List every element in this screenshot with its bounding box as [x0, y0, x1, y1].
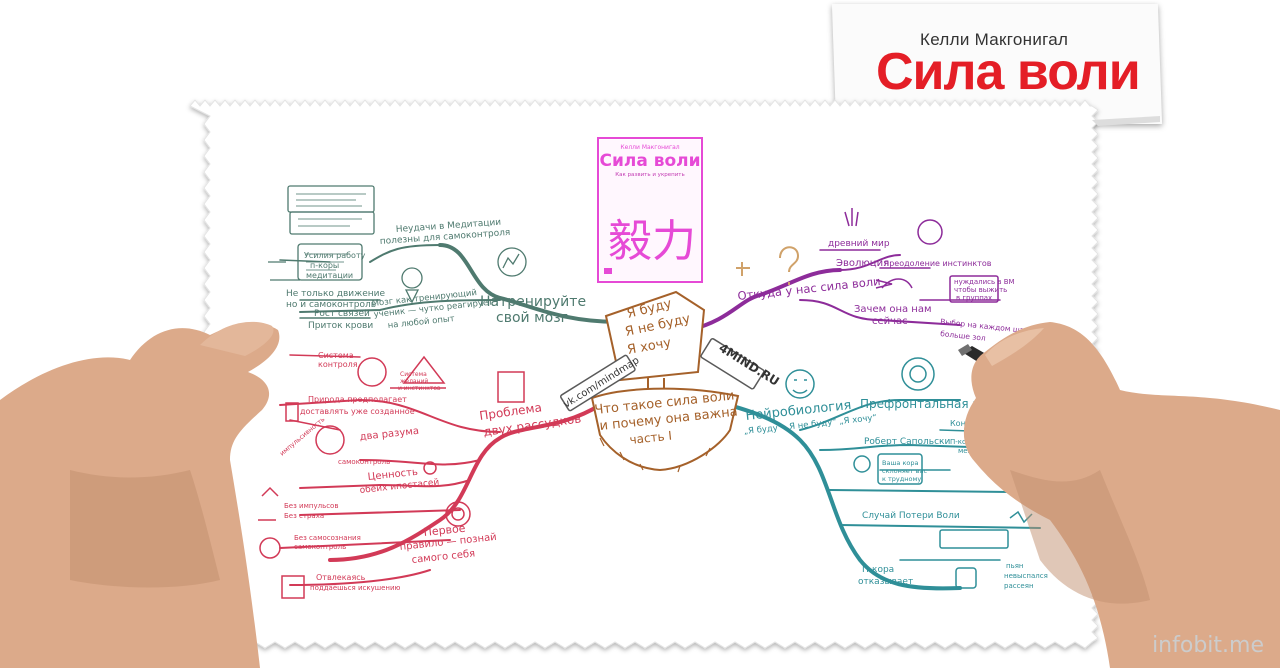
origin-item-1: Эволюция — [836, 258, 889, 269]
branch-line-problem — [328, 403, 602, 562]
train-item-7: Рост связей — [314, 309, 370, 319]
train-item-3: п-коры — [310, 261, 339, 270]
problem-item-19: Отвлекаясь — [316, 573, 366, 582]
origin-item-5: в группах — [956, 294, 992, 302]
neuro-item-6: склоняет вас — [882, 467, 927, 475]
left-hand — [0, 321, 280, 668]
mini-book-title: Сила воли — [599, 151, 700, 171]
problem-item-12: Без импульсов — [284, 502, 338, 510]
origin-item-6: Зачем она нам — [854, 304, 932, 315]
problem-item-3: желаний — [400, 378, 428, 385]
train-item-8: Приток крови — [308, 321, 373, 331]
problem-item-5: Природа предполагает — [308, 395, 407, 404]
mini-book-cover — [597, 137, 703, 283]
neuro-item-13: рассеян — [1004, 582, 1034, 590]
origin-item-4: чтобы выжить — [954, 286, 1007, 294]
problem-item-10: Ценность — [367, 467, 418, 483]
watermark: infobit.me — [1152, 633, 1264, 658]
neuro-item-2: Роберт Сапольски — [864, 437, 950, 447]
origin-item-3: нуждались в ВМ — [954, 278, 1015, 286]
problem-item-4: и инстинктов — [398, 385, 441, 392]
center-title-line-3: часть I — [629, 429, 673, 447]
problem-item-20: поддаёшься искушению — [310, 584, 401, 592]
origin-item-7: сейчас — [872, 316, 908, 327]
book-author: Келли Макгонигал — [920, 30, 1069, 49]
problem-item-1: контроля — [318, 360, 358, 369]
right-hand — [963, 322, 1280, 668]
branch-line-train — [438, 243, 622, 324]
problem-item-2: Система — [400, 371, 427, 378]
train-item-6: но и самоконтроль — [286, 300, 376, 310]
branch-line-neuro — [708, 398, 962, 591]
mini-book-glyph: 毅力 — [608, 216, 696, 267]
neuro-item-10: отказывает — [858, 577, 913, 587]
neuro-item-12: невыспался — [1004, 572, 1048, 580]
neuro-item-0: Префронтальная кора — [860, 397, 1002, 411]
problem-item-16: Первое — [423, 522, 466, 539]
train-title-1: Натренируйте — [480, 294, 586, 310]
problem-item-6: доставлять уже созданное — [300, 407, 415, 416]
problem-item-15: самоконтроль — [294, 543, 346, 551]
neuro-item-8: Случай Потери Воли — [862, 511, 960, 521]
neuro-item-9: П-кора — [862, 565, 894, 575]
train-item-4: медитации — [306, 271, 353, 280]
center-node — [560, 290, 765, 473]
problem-item-13: Без страха — [284, 512, 324, 520]
book-title: Сила воли — [876, 43, 1141, 101]
neuro-item-11: пьян — [1006, 562, 1024, 570]
neuro-item-5: Ваша кора — [882, 459, 918, 467]
neuro-item-7: к трудному — [882, 475, 921, 483]
problem-item-14: Без самосознания — [294, 534, 361, 542]
origin-item-0: древний мир — [828, 239, 890, 249]
origin-item-2: преодоление инстинктов — [884, 259, 992, 268]
problem-item-0: Система — [318, 351, 354, 360]
train-item-2: Усилия работу — [304, 251, 366, 260]
train-item-5: Не только движение — [286, 289, 386, 299]
train-title-2: свой мозг — [496, 310, 568, 326]
problem-item-9: самоконтроль — [338, 458, 390, 466]
mini-book-subtitle: Как развить и укрепить — [615, 172, 685, 178]
branch-line-origin — [688, 268, 842, 332]
mini-book-author: Келли Макгонигал — [620, 144, 679, 151]
